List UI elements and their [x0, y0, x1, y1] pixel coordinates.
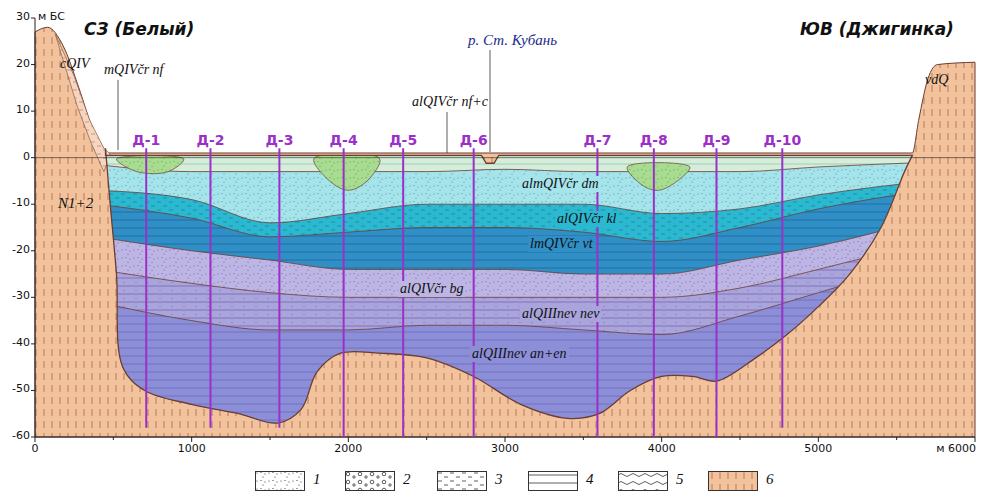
- colluvium: [55, 34, 110, 171]
- unit-label: alQIVčr bg: [398, 281, 465, 297]
- direction-label: СЗ (Белый): [84, 20, 194, 40]
- borehole: [781, 148, 783, 427]
- legend-swatch: [345, 471, 395, 491]
- axis-tick: 0: [23, 151, 30, 164]
- stratum: [98, 190, 928, 483]
- borehole: [145, 148, 147, 427]
- stratum: [98, 162, 928, 483]
- borehole: [343, 148, 345, 437]
- stratum: [98, 260, 928, 483]
- legend-sample: [255, 471, 305, 491]
- axis-tick: 4000: [648, 443, 676, 456]
- stratum: [98, 241, 928, 483]
- unit-label: alQIIInev an+en: [470, 346, 569, 362]
- legend-sample: [528, 471, 578, 491]
- axis-tick: 0: [32, 443, 39, 456]
- axis-tick: -10: [12, 197, 30, 210]
- axis-tick: 10: [16, 104, 30, 117]
- stratum-boundary: [98, 241, 928, 297]
- stratum-boundary: [98, 260, 928, 334]
- axis-tick: -30: [12, 290, 30, 303]
- unit-label: vdQ: [925, 72, 948, 88]
- lens: [116, 156, 183, 174]
- borehole-label: Д-7: [583, 132, 611, 148]
- borehole: [716, 148, 718, 437]
- unit-label: cQIV: [60, 56, 90, 72]
- borehole-label: Д-6: [460, 132, 488, 148]
- borehole-label: Д-2: [196, 132, 224, 148]
- axis-tick: м 6000: [936, 443, 976, 456]
- axis-tick: -20: [12, 244, 30, 257]
- stratum-boundary: [98, 162, 928, 171]
- borehole-label: Д-10: [763, 132, 801, 148]
- axis-tick: 3000: [491, 443, 519, 456]
- unit-label: alQIVčr kl: [555, 211, 618, 227]
- unit-label: N1+2: [58, 195, 93, 212]
- borehole: [653, 148, 655, 437]
- unit-label: alQIIInev nev: [520, 306, 601, 322]
- lens: [314, 153, 381, 190]
- axis-tick: -60: [12, 430, 30, 443]
- axis-unit: м БС: [38, 11, 65, 24]
- stratum-boundary: [98, 218, 928, 274]
- legend-swatch: [618, 471, 668, 491]
- stratum: [98, 218, 928, 483]
- legend-number: 6: [766, 471, 774, 488]
- axis-tick: 1000: [178, 443, 206, 456]
- river-label: р. Ст. Кубань: [468, 32, 557, 49]
- legend-swatch: [437, 471, 487, 491]
- legend-sample: [345, 471, 395, 491]
- legend-swatch: [708, 471, 758, 491]
- stratum-boundary: [98, 190, 928, 241]
- stratum: [98, 148, 928, 483]
- axis-tick: 5000: [804, 443, 832, 456]
- valley-outline: [106, 148, 913, 423]
- unit-label: mQIVčr nf: [104, 62, 164, 78]
- borehole: [209, 148, 211, 427]
- direction-label: ЮВ (Джигинка): [800, 20, 954, 40]
- legend-number: 5: [676, 471, 684, 488]
- legend-number: 1: [313, 471, 321, 488]
- axis-tick: -40: [12, 337, 30, 350]
- unit-label: almQIVčr dm: [520, 176, 601, 192]
- legend-sample: [437, 471, 487, 491]
- axis-tick: 2000: [334, 443, 362, 456]
- leader-line: [490, 50, 491, 152]
- borehole-label: Д-1: [132, 132, 160, 148]
- legend-sample: [618, 471, 668, 491]
- borehole-label: Д-3: [265, 132, 293, 148]
- borehole: [278, 148, 280, 427]
- unit-label: alQIVčr nf+c: [412, 94, 488, 110]
- borehole-label: Д-8: [640, 132, 668, 148]
- lens: [627, 163, 690, 191]
- legend-number: 4: [586, 471, 594, 488]
- axis-tick: 20: [16, 58, 30, 71]
- legend-swatch: [255, 471, 305, 491]
- legend-number: 2: [403, 471, 411, 488]
- unit-label: lmQIVčr vt: [528, 236, 595, 252]
- stratum: [98, 181, 928, 484]
- leader-line: [447, 112, 448, 153]
- legend-sample: [708, 471, 758, 491]
- axis-tick: -50: [12, 383, 30, 396]
- valley-fill: [98, 148, 928, 483]
- legend-number: 3: [495, 471, 503, 488]
- leader-line: [118, 80, 119, 150]
- borehole: [473, 148, 475, 437]
- borehole-label: Д-5: [389, 132, 417, 148]
- borehole-label: Д-9: [702, 132, 730, 148]
- borehole-label: Д-4: [330, 132, 358, 148]
- legend-swatch: [528, 471, 578, 491]
- axes: [31, 18, 975, 442]
- axis-tick: 30: [16, 11, 30, 24]
